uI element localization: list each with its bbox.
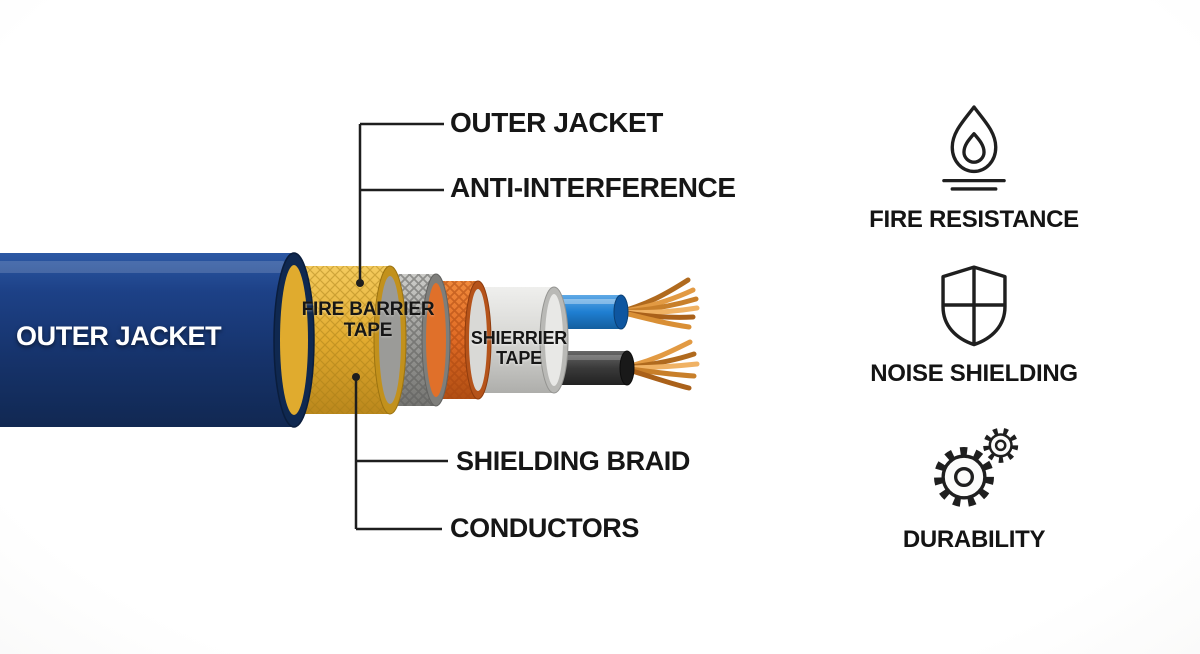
gears-icon — [934, 427, 1019, 507]
outer-jacket-layer — [0, 252, 315, 428]
shield-icon — [941, 265, 1007, 347]
feature-durability: DURABILITY — [838, 420, 1110, 554]
feature-label: NOISE SHIELDING — [870, 360, 1078, 387]
shield-tape-label: SHIERRIER TAPE — [470, 328, 568, 368]
leader-dots — [352, 279, 364, 381]
feature-fire-resistance: FIRE RESISTANCE — [838, 102, 1110, 234]
leader-lines — [354, 122, 448, 531]
jacket-surface-label: OUTER JACKET — [16, 321, 222, 351]
feature-noise-shielding: NOISE SHIELDING — [838, 262, 1110, 388]
feature-label: DURABILITY — [902, 526, 1046, 553]
callout-outer-jacket: OUTER JACKET — [450, 107, 663, 138]
callout-conductors: CONDUCTORS — [450, 513, 640, 543]
fire-barrier-tape-label: FIRE BARRIER TAPE — [301, 299, 435, 341]
flame-icon — [942, 105, 1006, 191]
copper-strands-top — [617, 277, 700, 330]
callout-anti-interference: ANTI-INTERFERENCE — [450, 172, 736, 203]
callout-shielding-braid: SHIELDING BRAID — [456, 446, 691, 476]
feature-label: FIRE RESISTANCE — [869, 206, 1079, 233]
